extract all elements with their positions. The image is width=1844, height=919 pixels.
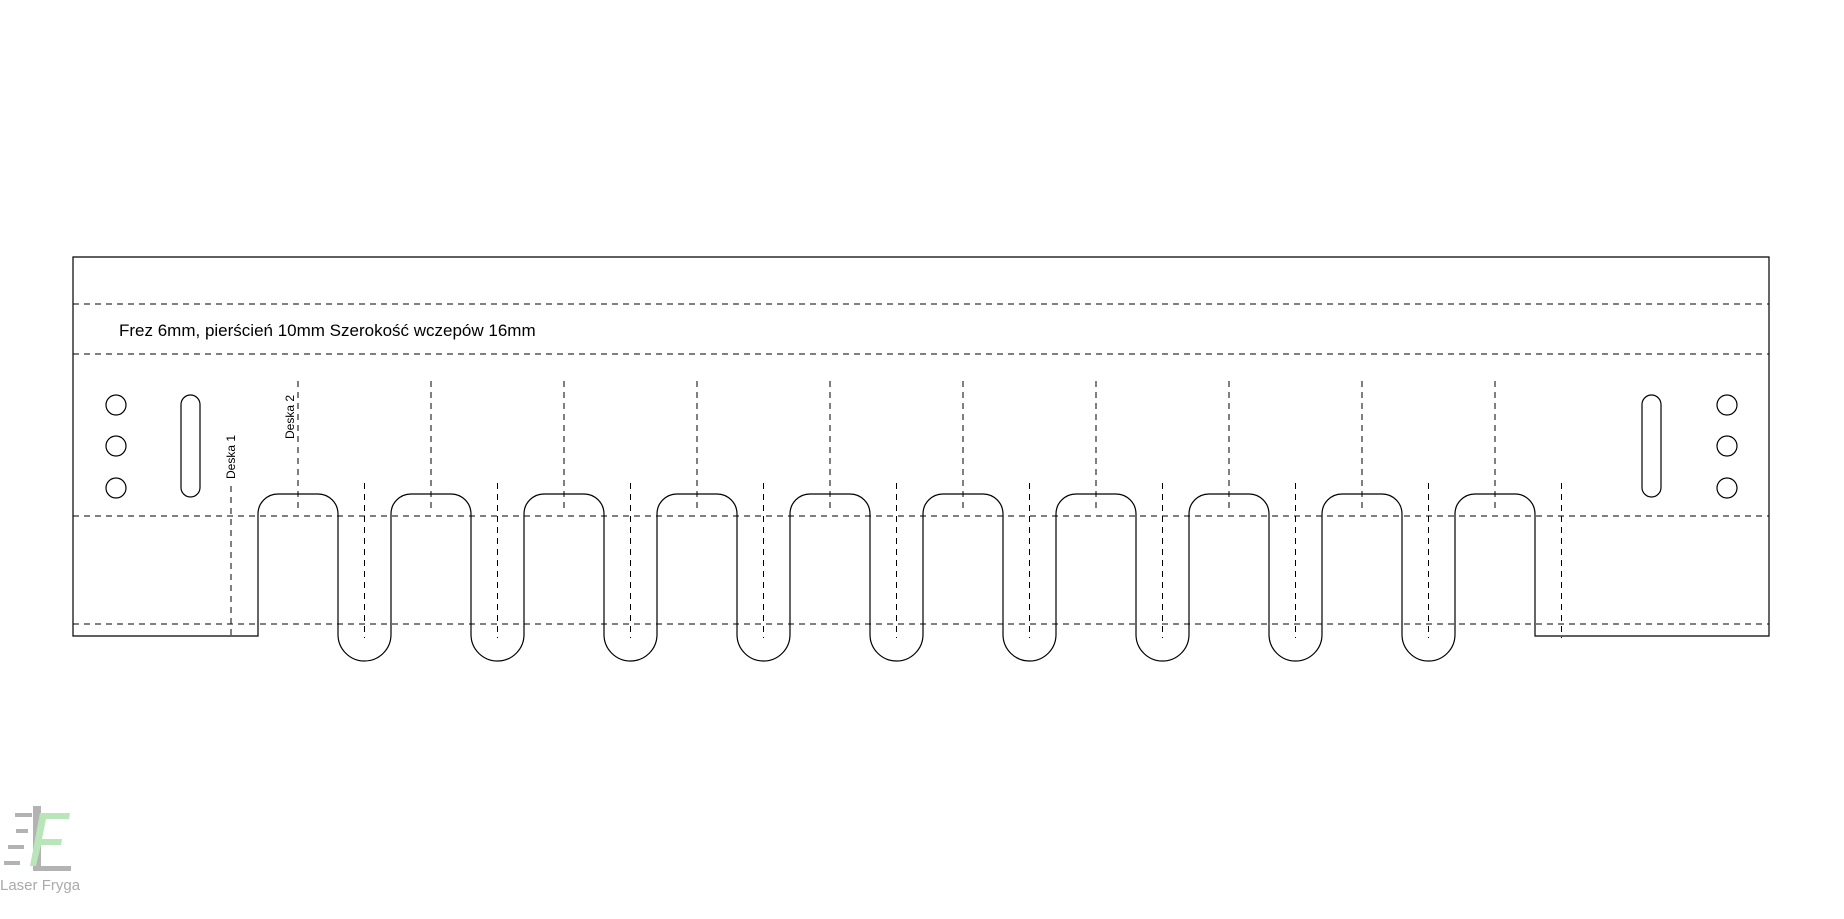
guide-lines <box>73 303 1769 638</box>
comb-outline <box>72 256 1770 662</box>
mounting-hole <box>105 477 127 499</box>
logo-text: Laser Fryga <box>0 877 81 894</box>
template-title: Frez 6mm, pierścień 10mm Szerokość wczep… <box>119 321 536 340</box>
deska-1-label: Deska 1 <box>224 435 238 479</box>
mounting-hole <box>1716 435 1738 457</box>
mounting-hole <box>1716 394 1738 416</box>
mounting-holes-right <box>1641 394 1738 499</box>
deska-2-label: Deska 2 <box>283 395 297 439</box>
mounting-hole <box>105 394 127 416</box>
mounting-holes-left <box>105 394 201 499</box>
laser-fryga-logo <box>4 806 71 871</box>
mounting-hole <box>1716 477 1738 499</box>
mounting-hole <box>105 435 127 457</box>
adjustment-slot <box>1641 394 1662 498</box>
template-outline <box>72 256 1770 662</box>
adjustment-slot <box>180 394 201 498</box>
